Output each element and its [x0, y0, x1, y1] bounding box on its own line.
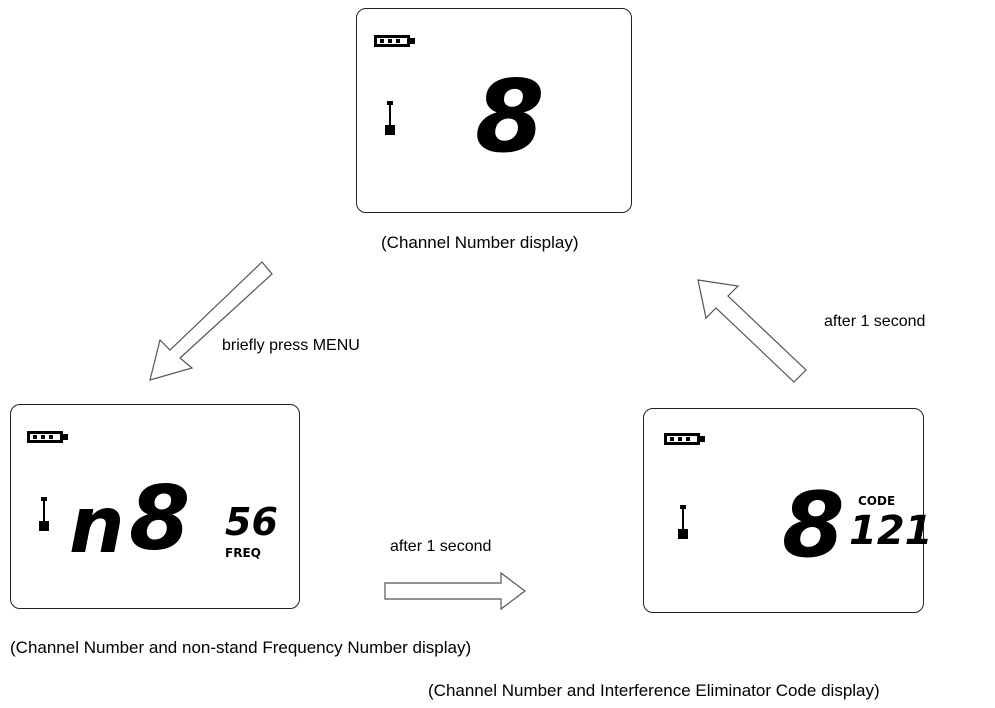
arrow-right-icon — [384, 571, 526, 611]
channel-number: 8 — [782, 473, 845, 578]
channel-number: 8 — [129, 467, 191, 570]
antenna-icon — [39, 497, 49, 531]
freq-label: FREQ — [225, 546, 261, 560]
channel-prefix: n — [69, 481, 125, 571]
label-after-1-second-right: after 1 second — [390, 538, 492, 555]
code-number: 121 — [849, 508, 933, 554]
arrow-up-left-icon — [697, 279, 807, 383]
label-briefly-press-menu: briefly press MENU — [222, 337, 360, 354]
arrow-down-left-icon — [149, 261, 273, 381]
battery-icon — [27, 431, 68, 443]
frequency-number: 56 — [225, 500, 278, 544]
lcd-channel-freq-display: n 8 56 FREQ — [10, 404, 300, 609]
lcd-channel-code-display: 8 CODE 121 — [643, 408, 933, 613]
code-label: CODE — [858, 494, 896, 508]
battery-icon — [374, 35, 415, 47]
caption-channel-display: (Channel Number display) — [381, 233, 579, 252]
caption-channel-freq-display: (Channel Number and non-stand Frequency … — [10, 638, 472, 657]
label-after-1-second-up: after 1 second — [824, 313, 926, 330]
caption-channel-code-display: (Channel Number and Interference Elimina… — [428, 681, 880, 700]
battery-icon — [664, 433, 705, 445]
antenna-icon — [385, 101, 395, 135]
channel-number: 8 — [475, 58, 545, 175]
lcd-channel-display: 8 — [356, 8, 632, 213]
antenna-icon — [678, 505, 688, 539]
